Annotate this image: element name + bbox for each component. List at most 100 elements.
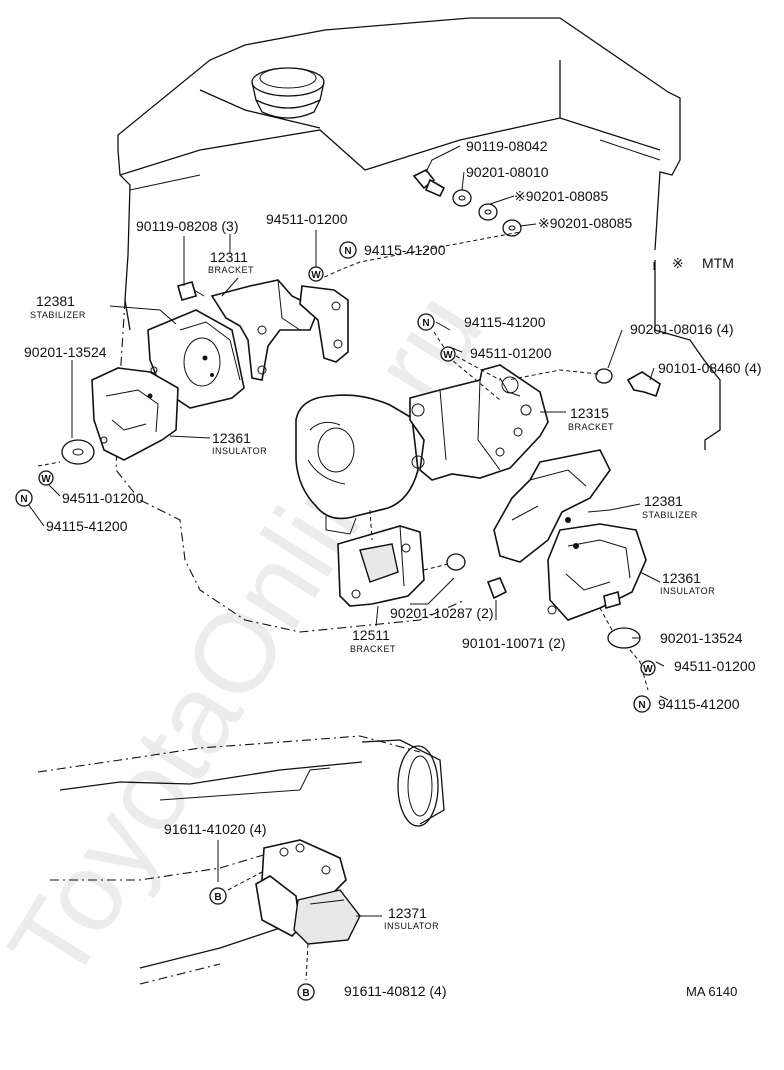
insulator-12361-right-part bbox=[547, 523, 647, 621]
callout-c05: 90119-08208 (3) bbox=[136, 218, 238, 234]
callout-c25: 12511 BRACKET bbox=[350, 627, 396, 654]
hardware-left bbox=[61, 281, 205, 465]
legend-label: MTM bbox=[702, 255, 734, 271]
svg-text:W: W bbox=[443, 350, 453, 361]
callout-c11: 12361 INSULATOR bbox=[212, 430, 267, 456]
callout-c29: B 91611-40812 (4) bbox=[297, 983, 446, 1001]
n-badge-icon bbox=[339, 241, 357, 259]
stabilizer-12381-left-part bbox=[147, 309, 245, 409]
callout-c27: 91611-41020 (4) B bbox=[164, 821, 266, 905]
callout-c15: W 94511-01200 bbox=[440, 345, 552, 362]
part-number: 90119-08208 (3) bbox=[136, 218, 238, 234]
insulator-12371-part bbox=[255, 839, 361, 945]
callout-c09: 12381 STABILIZER bbox=[30, 293, 86, 320]
svg-text:W: W bbox=[311, 270, 321, 281]
part-number: 90201-08016 (4) bbox=[630, 321, 734, 337]
part-number: 90201-13524 bbox=[660, 630, 743, 646]
callout-c07: N 94115-41200 bbox=[339, 241, 446, 259]
part-number: 91611-41020 (4) bbox=[164, 821, 266, 837]
callout-c08: 12311 BRACKET bbox=[208, 249, 254, 275]
callout-c01: 90119-08042 bbox=[466, 138, 548, 154]
part-number: ※90201-08085 bbox=[538, 215, 632, 231]
w-badge-icon bbox=[308, 266, 324, 282]
svg-text:B: B bbox=[302, 988, 309, 999]
part-description: INSULATOR bbox=[384, 921, 439, 931]
part-number: 12381 bbox=[36, 293, 75, 309]
part-number: 90101-10071 (2) bbox=[462, 635, 566, 651]
n-badge-icon bbox=[633, 695, 651, 713]
part-number: 91611-40812 (4) bbox=[344, 983, 446, 999]
svg-text:B: B bbox=[214, 892, 221, 903]
callout-c14: N 94115-41200 bbox=[417, 313, 546, 331]
b-badge-icon bbox=[209, 887, 227, 905]
part-number: 12511 bbox=[352, 627, 390, 643]
part-number: 94115-41200 bbox=[658, 696, 740, 712]
part-number: 94511-01200 bbox=[470, 345, 552, 361]
part-number: 94511-01200 bbox=[674, 658, 756, 674]
bracket-12315-part bbox=[409, 364, 549, 481]
callout-c19: 12381 STABILIZER bbox=[642, 493, 698, 520]
part-description: BRACKET bbox=[350, 644, 396, 654]
part-number: 94511-01200 bbox=[62, 490, 144, 506]
b-badge-icon bbox=[297, 983, 315, 1001]
part-number: 90119-08042 bbox=[466, 138, 548, 154]
part-description: BRACKET bbox=[208, 265, 254, 275]
svg-text:W: W bbox=[41, 474, 51, 485]
callout-c24: 90201-10287 (2) bbox=[390, 605, 494, 621]
insulator-12361-left-part bbox=[91, 366, 179, 461]
bracket-12511-part bbox=[337, 509, 425, 607]
callout-c28: 12371 INSULATOR bbox=[384, 905, 439, 931]
part-number: 12381 bbox=[644, 493, 683, 509]
callout-c04: ※90201-08085 bbox=[538, 215, 632, 231]
svg-text:N: N bbox=[344, 246, 351, 257]
callout-c12: W 94511-01200 bbox=[38, 470, 144, 506]
callout-c26: 90101-10071 (2) bbox=[462, 635, 566, 651]
w-badge-icon bbox=[38, 470, 54, 486]
n-badge-icon bbox=[15, 489, 33, 507]
w-badge-icon bbox=[440, 346, 456, 362]
svg-text:N: N bbox=[422, 318, 429, 329]
part-number: 94511-01200 bbox=[266, 211, 348, 227]
stabilizer-12381-right-part bbox=[493, 449, 611, 563]
watermark-text: ToyotaOnline.ru bbox=[0, 271, 506, 1002]
part-description: INSULATOR bbox=[660, 586, 715, 596]
part-number: ※90201-08085 bbox=[514, 188, 608, 204]
part-number: 12371 bbox=[388, 905, 427, 921]
callout-c03: ※90201-08085 bbox=[514, 188, 608, 204]
hardware-right bbox=[446, 368, 661, 649]
callout-c20: 12361 INSULATOR bbox=[660, 570, 715, 596]
legend: ※ MTM bbox=[672, 255, 734, 271]
svg-text:N: N bbox=[20, 494, 27, 505]
part-number: 94115-41200 bbox=[464, 314, 546, 330]
part-description: STABILIZER bbox=[30, 310, 86, 320]
part-description: BRACKET bbox=[568, 422, 614, 432]
callout-c22: W 94511-01200 bbox=[640, 658, 756, 676]
part-number: 90101-08460 (4) bbox=[658, 360, 762, 376]
part-number: 94115-41200 bbox=[46, 518, 128, 534]
svg-text:W: W bbox=[643, 664, 653, 675]
callout-c13: N 94115-41200 bbox=[15, 489, 128, 534]
hardware-top bbox=[412, 168, 522, 237]
part-number: 12361 bbox=[662, 570, 701, 586]
pulley-housing bbox=[295, 394, 419, 535]
callout-c18: 12315 BRACKET bbox=[568, 405, 614, 432]
bracket-12311-part bbox=[210, 279, 349, 381]
part-number: 90201-08010 bbox=[466, 164, 549, 180]
legend-symbol: ※ bbox=[672, 255, 684, 271]
part-description: STABILIZER bbox=[642, 510, 698, 520]
part-number: 12311 bbox=[210, 249, 248, 265]
transmission bbox=[37, 735, 445, 985]
callout-c06: 94511-01200 bbox=[266, 211, 348, 227]
part-number: 12361 bbox=[212, 430, 251, 446]
callout-c10: 90201-13524 bbox=[24, 344, 107, 360]
callout-c23: N 94115-41200 bbox=[633, 695, 740, 713]
part-number: 90201-10287 (2) bbox=[390, 605, 494, 621]
callout-c16: 90201-08016 (4) bbox=[630, 321, 734, 337]
callout-c17: 90101-08460 (4) bbox=[658, 360, 762, 376]
callout-c21: 90201-13524 bbox=[660, 630, 743, 646]
part-description: INSULATOR bbox=[212, 446, 267, 456]
svg-text:N: N bbox=[638, 700, 645, 711]
n-badge-icon bbox=[417, 313, 435, 331]
w-badge-icon bbox=[640, 660, 656, 676]
